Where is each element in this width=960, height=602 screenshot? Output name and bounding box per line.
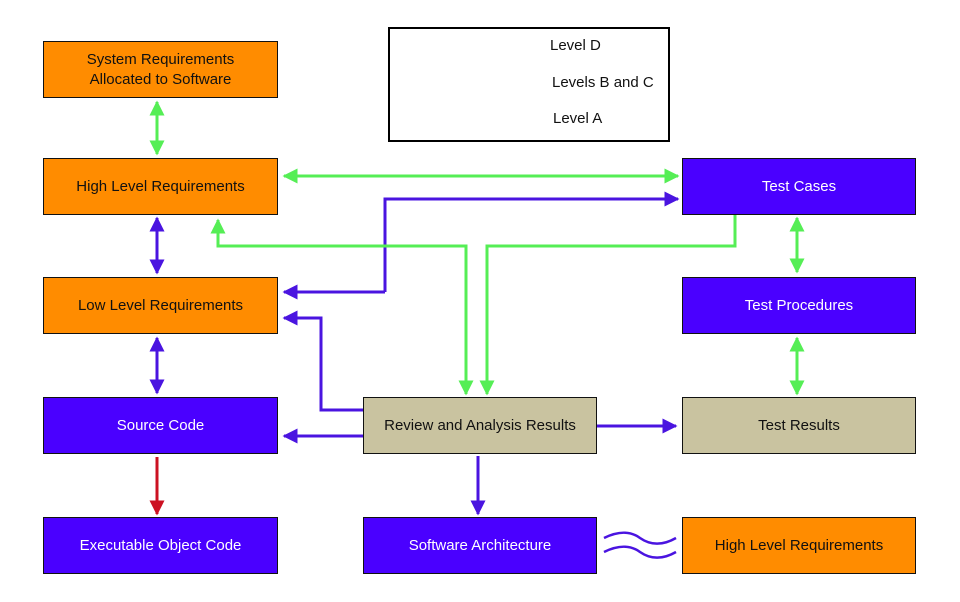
test-cases-box: Test Cases xyxy=(682,158,916,215)
wavy-equivalence-icon xyxy=(603,531,677,559)
arrow-testcases-review xyxy=(479,214,737,396)
legend-label-levels-b-c: Levels B and C xyxy=(552,74,654,91)
low-level-requirements-box: Low Level Requirements xyxy=(43,277,278,334)
review-analysis-results-box: Review and Analysis Results xyxy=(363,397,597,454)
legend-label-level-d: Level D xyxy=(550,37,601,54)
system-requirements-box: System Requirements Allocated to Softwar… xyxy=(43,41,278,98)
arrow-hlr-review xyxy=(210,218,474,396)
test-results-box: Test Results xyxy=(682,397,916,454)
legend-label-level-a: Level A xyxy=(553,110,603,127)
high-level-requirements-equivalent-box: High Level Requirements xyxy=(682,517,916,574)
executable-object-code-box: Executable Object Code xyxy=(43,517,278,574)
arrow-review-llr xyxy=(282,310,363,412)
legend: Level D Levels B and C Level A xyxy=(388,27,670,142)
software-architecture-box: Software Architecture xyxy=(363,517,597,574)
test-procedures-box: Test Procedures xyxy=(682,277,916,334)
high-level-requirements-box: High Level Requirements xyxy=(43,158,278,215)
source-code-box: Source Code xyxy=(43,397,278,454)
